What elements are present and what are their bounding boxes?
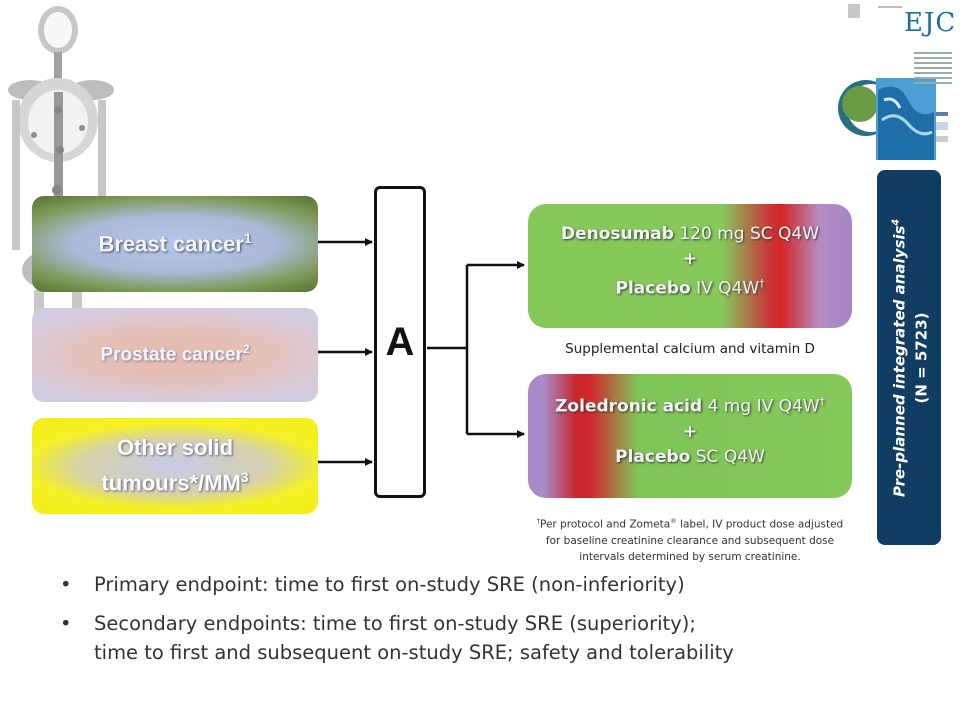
primary-endpoint-text: Primary endpoint: time to first on-study…	[94, 573, 685, 596]
secondary-endpoint-line2: time to first and subsequent on-study SR…	[94, 641, 734, 664]
secondary-endpoint-line1: Secondary endpoints: time to first on-st…	[94, 612, 696, 635]
dose-footnote: †Per protocol and Zometa® label, IV prod…	[536, 517, 844, 563]
zoledronic-acid-arm-box: Zoledronic acid 4 mg IV Q4W† + Placebo S…	[528, 374, 852, 498]
integrated-analysis-text: Pre-planned integrated analysis4 (N = 57…	[886, 178, 933, 538]
other-solid-tumours-box: Other solid tumours*/MM3	[32, 418, 318, 514]
integrated-analysis-panel: Pre-planned integrated analysis4 (N = 57…	[877, 170, 941, 545]
journal-logo: EJC	[904, 8, 957, 38]
breast-cancer-box: Breast cancer1	[32, 196, 318, 292]
breast-cancer-label: Breast cancer1	[98, 230, 252, 257]
list-item: • Primary endpoint: time to first on-stu…	[60, 570, 940, 599]
integrated-analysis-n: (N = 5723)	[912, 311, 931, 404]
randomisation-box: A	[374, 186, 426, 498]
denosumab-arm-box: Denosumab 120 mg SC Q4W + Placebo IV Q4W…	[528, 204, 852, 328]
journal-cover-image: EJC	[838, 0, 956, 160]
zoledronic-dose-line: Zoledronic acid 4 mg IV Q4W†	[555, 396, 825, 417]
list-item: • Secondary endpoints: time to first on-…	[60, 609, 940, 667]
arm2-placebo-line: Placebo SC Q4W	[615, 446, 765, 467]
denosumab-dose-line: Denosumab 120 mg SC Q4W	[560, 224, 820, 244]
journal-text-lines	[914, 52, 952, 87]
arm1-placebo-line: Placebo IV Q4W†	[615, 278, 765, 299]
journal-artwork	[838, 4, 948, 160]
bullet-marker: •	[60, 573, 72, 596]
randomisation-label: A	[385, 319, 415, 364]
supplement-note: Supplemental calcium and vitamin D	[565, 341, 815, 357]
other-tumours-label-line1: Other solid	[116, 435, 234, 461]
arm1-plus: +	[682, 249, 698, 269]
bullet-marker: •	[60, 612, 72, 635]
integrated-analysis-title: Pre-planned integrated analysis4	[890, 218, 909, 497]
arm2-plus: +	[682, 421, 698, 442]
other-tumours-label-line2: tumours*/MM3	[101, 470, 249, 496]
endpoints-list: • Primary endpoint: time to first on-stu…	[60, 570, 940, 677]
prostate-cancer-label: Prostate cancer2	[100, 343, 250, 366]
prostate-cancer-box: Prostate cancer2	[32, 308, 318, 402]
